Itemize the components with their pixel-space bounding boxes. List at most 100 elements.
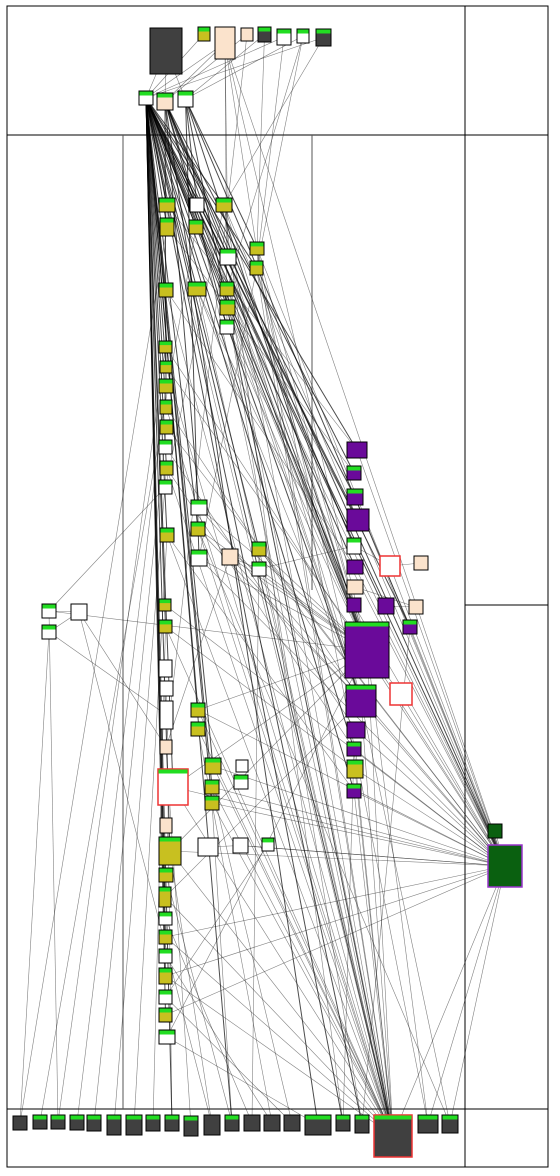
node-c18[interactable] (159, 680, 174, 697)
node-p9[interactable] (346, 579, 364, 595)
node-b2[interactable] (32, 1114, 48, 1130)
node-p5[interactable] (346, 537, 362, 555)
node-c5[interactable] (158, 282, 174, 298)
node-c24[interactable] (158, 867, 174, 883)
node-m2[interactable] (215, 197, 233, 213)
node-c17[interactable] (158, 659, 173, 678)
node-p17[interactable] (346, 741, 362, 757)
node-t_white1[interactable] (276, 28, 292, 46)
node-p8[interactable] (413, 555, 429, 571)
node-t_dark2[interactable] (315, 28, 332, 47)
node-m23[interactable] (197, 837, 219, 857)
node-m21[interactable] (233, 774, 249, 790)
node-m1[interactable] (189, 197, 205, 213)
node-t_l1[interactable] (138, 90, 154, 106)
node-m9[interactable] (249, 260, 264, 276)
node-b3[interactable] (50, 1114, 66, 1130)
node-p13[interactable] (402, 619, 418, 635)
node-c25[interactable] (158, 886, 172, 908)
node-m10[interactable] (190, 499, 208, 516)
node-c8[interactable] (158, 378, 174, 394)
node-c19[interactable] (159, 700, 174, 730)
node-b12[interactable] (224, 1114, 240, 1132)
node-c13[interactable] (158, 479, 173, 495)
node-c10[interactable] (159, 419, 174, 435)
node-p18[interactable] (346, 759, 364, 779)
node-m22[interactable] (204, 795, 220, 811)
node-p2[interactable] (346, 465, 362, 481)
node-m3[interactable] (219, 248, 237, 266)
node-c23[interactable] (158, 836, 182, 866)
node-p12[interactable] (408, 599, 424, 615)
node-c4[interactable] (188, 219, 204, 235)
node-b19[interactable] (417, 1114, 439, 1134)
node-m16[interactable] (190, 702, 206, 718)
node-c22[interactable] (159, 817, 173, 834)
node-m6[interactable] (219, 319, 235, 335)
node-t_peach_s[interactable] (240, 27, 254, 42)
node-m5[interactable] (219, 299, 236, 316)
node-m13[interactable] (221, 548, 239, 566)
node-l2[interactable] (41, 624, 57, 640)
node-c31[interactable] (158, 1007, 173, 1023)
node-m11[interactable] (190, 521, 206, 537)
node-b1[interactable] (12, 1115, 28, 1131)
node-c16[interactable] (158, 619, 173, 634)
node-p16[interactable] (346, 721, 366, 739)
node-t_hub[interactable] (149, 27, 183, 75)
node-m14[interactable] (251, 541, 267, 557)
node-b9[interactable] (164, 1114, 180, 1132)
node-t_olive1[interactable] (197, 26, 211, 42)
node-p14[interactable] (345, 684, 377, 718)
node-m20[interactable] (204, 779, 220, 795)
node-c20[interactable] (159, 739, 173, 755)
node-c1[interactable] (158, 197, 176, 213)
node-m19[interactable] (235, 759, 249, 773)
node-m8[interactable] (249, 241, 265, 256)
node-c30[interactable] (158, 989, 173, 1005)
node-m25[interactable] (261, 837, 275, 852)
node-p10[interactable] (346, 597, 362, 613)
node-b6[interactable] (106, 1114, 122, 1136)
node-c28[interactable] (158, 948, 173, 964)
node-b8[interactable] (145, 1114, 161, 1132)
node-t_white2[interactable] (296, 28, 310, 44)
node-p_big[interactable] (344, 621, 390, 679)
node-b13[interactable] (243, 1114, 261, 1132)
node-m12[interactable] (190, 549, 208, 567)
node-t_peach_big[interactable] (214, 26, 236, 60)
node-c12[interactable] (159, 460, 174, 476)
node-t_dark_s[interactable] (257, 26, 272, 43)
node-b7[interactable] (125, 1114, 143, 1136)
node-b15[interactable] (283, 1114, 301, 1132)
node-c14[interactable] (159, 527, 175, 543)
node-p6[interactable] (346, 559, 364, 575)
node-p3[interactable] (346, 488, 364, 506)
node-c6[interactable] (158, 340, 173, 354)
node-c9[interactable] (159, 399, 173, 415)
node-m24[interactable] (232, 837, 249, 854)
node-m18[interactable] (204, 757, 222, 775)
node-t_l3[interactable] (177, 90, 194, 108)
node-b4[interactable] (69, 1114, 85, 1131)
node-b18[interactable] (354, 1114, 370, 1134)
node-p4[interactable] (346, 508, 370, 532)
node-t_l2[interactable] (156, 92, 174, 111)
node-p11[interactable] (377, 597, 395, 615)
node-g_small[interactable] (487, 823, 503, 839)
node-b17[interactable] (335, 1114, 351, 1132)
node-l1[interactable] (41, 603, 57, 619)
node-c2[interactable] (159, 217, 175, 237)
node-b10[interactable] (183, 1115, 199, 1137)
node-c11[interactable] (158, 439, 173, 455)
node-p1[interactable] (346, 441, 368, 459)
node-b5[interactable] (86, 1114, 102, 1132)
node-p15[interactable] (389, 682, 413, 706)
node-l3[interactable] (70, 603, 88, 621)
node-b14[interactable] (263, 1114, 281, 1132)
node-b_big[interactable] (373, 1114, 413, 1158)
node-b11[interactable] (203, 1114, 221, 1136)
node-m15[interactable] (251, 561, 267, 577)
node-b20[interactable] (441, 1114, 459, 1134)
node-c26[interactable] (158, 911, 173, 926)
